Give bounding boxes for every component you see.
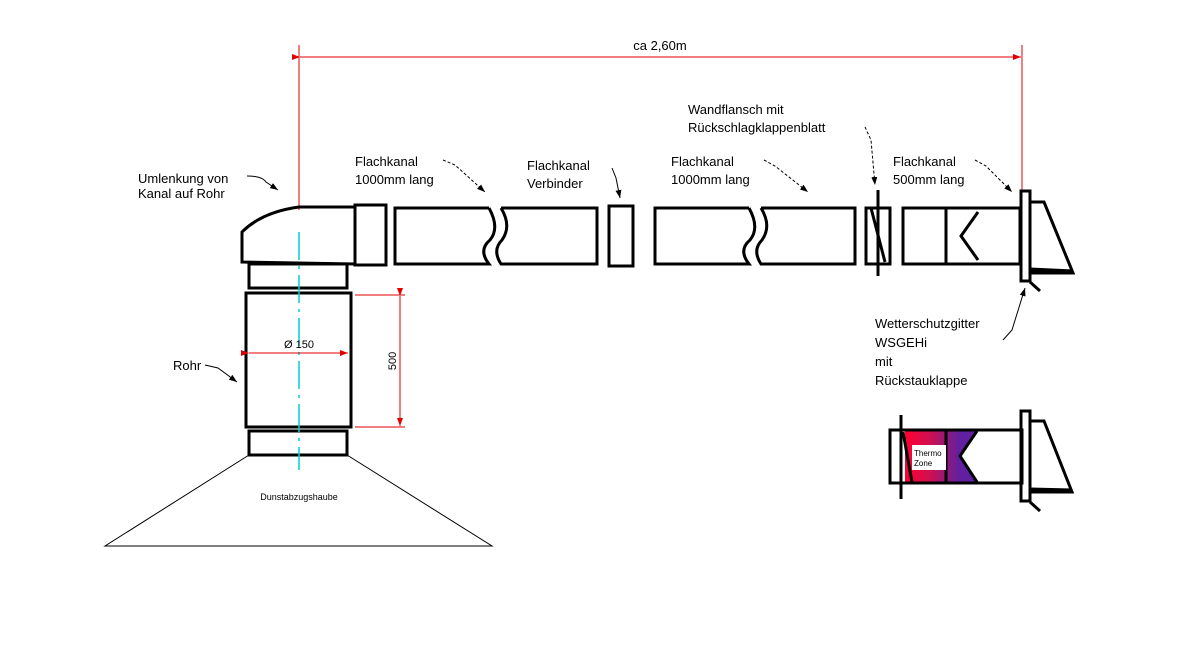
elbow-label-2: Kanal auf Rohr bbox=[138, 186, 225, 201]
duct3-label: Flachkanal bbox=[893, 154, 956, 169]
flange-label-2: Rückschlagklappenblatt bbox=[688, 120, 826, 135]
pipe-length-label: 500 bbox=[387, 352, 399, 370]
duct3-label-2: 500mm lang bbox=[893, 172, 965, 187]
connector-label-2: Verbinder bbox=[527, 176, 583, 191]
thermo-label-1: Thermo bbox=[914, 449, 942, 458]
elbow bbox=[240, 203, 388, 290]
duct-connector bbox=[607, 204, 635, 268]
hood-label: Dunstabzugshaube bbox=[260, 492, 338, 502]
wall-flange-check-valve bbox=[864, 190, 892, 276]
duct1-label-2: 1000mm lang bbox=[355, 172, 434, 187]
elbow-label: Umlenkung von bbox=[138, 171, 228, 186]
duct2-label-2: 1000mm lang bbox=[671, 172, 750, 187]
thermo-variant: Thermo Zone bbox=[888, 409, 1075, 513]
annotations: Umlenkung von Kanal auf Rohr Flachkanal … bbox=[138, 102, 1026, 502]
weather-grille bbox=[1019, 189, 1076, 293]
pipe-label: Rohr bbox=[173, 358, 202, 373]
grille-label-3: mit bbox=[875, 354, 893, 369]
connector-label: Flachkanal bbox=[527, 158, 590, 173]
pipe-collar bbox=[247, 429, 349, 457]
flat-duct-1 bbox=[393, 206, 599, 266]
diameter-label: Ø 150 bbox=[284, 339, 314, 351]
grille-label-2: WSGEHi bbox=[875, 335, 927, 350]
total-length-dimension: ca 2,60m bbox=[292, 38, 1023, 210]
flange-label: Wandflansch mit bbox=[688, 102, 784, 117]
flat-duct-2 bbox=[653, 206, 857, 266]
duct1-label: Flachkanal bbox=[355, 154, 418, 169]
thermo-label-2: Zone bbox=[914, 459, 933, 468]
extractor-hood bbox=[103, 454, 494, 547]
total-length-label: ca 2,60m bbox=[633, 38, 686, 53]
grille-label-4: Rückstauklappe bbox=[875, 373, 968, 388]
duct2-label: Flachkanal bbox=[671, 154, 734, 169]
grille-label: Wetterschutzgitter bbox=[875, 316, 980, 331]
flat-duct-500 bbox=[901, 206, 1022, 266]
